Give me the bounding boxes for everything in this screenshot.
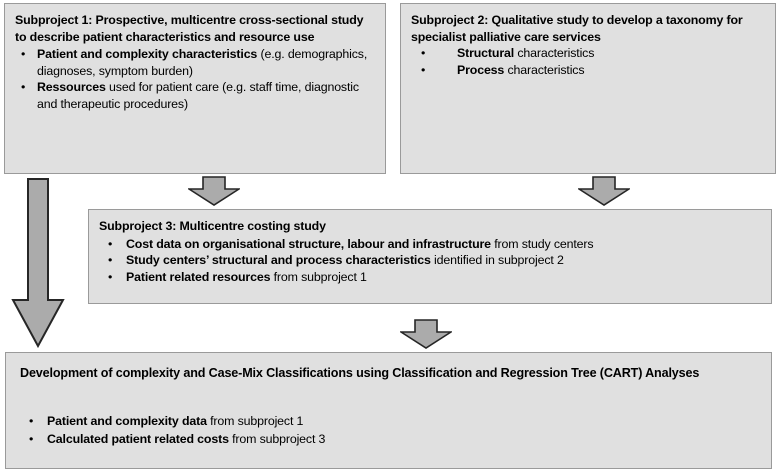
arrow-subproject1-to-subproject3 <box>188 176 240 206</box>
box-subproject-2-title: Subproject 2: Qualitative study to devel… <box>411 13 743 44</box>
list-item-bold: Ressources <box>37 80 106 94</box>
list-item-rest: (e.g. demographics, diagnoses, symptom b… <box>37 47 368 78</box>
list-item: • Study centers’ structural and process … <box>99 252 761 269</box>
arrow-subproject3-to-cart <box>400 319 452 349</box>
list-item-bold: Study centers’ structural and process ch… <box>126 253 431 267</box>
list-item: • Structural characteristics <box>411 45 765 62</box>
list-item: • Cost data on organisational structure,… <box>99 236 761 253</box>
list-item-rest: characteristics <box>514 46 595 60</box>
bullet-dot-icon: • <box>29 413 34 428</box>
list-item: • Calculated patient related costs from … <box>20 431 757 449</box>
list-item: • Patient and complexity data from subpr… <box>20 413 757 431</box>
list-item-bold: Cost data on organisational structure, l… <box>126 236 491 251</box>
list-item: • Patient related resources from subproj… <box>99 269 761 286</box>
list-item-bold: Patient related resources <box>126 269 271 284</box>
bullet-dot-icon: • <box>108 269 113 284</box>
list-item: • Process characteristics <box>411 62 765 79</box>
list-item-bold: Calculated patient related costs <box>47 431 229 446</box>
bullet-dot-icon: • <box>421 62 426 77</box>
box-subproject-1-bullets: • Patient and complexity characteristics… <box>15 46 375 112</box>
box-cart-analyses: Development of complexity and Case-Mix C… <box>5 352 772 469</box>
list-item-rest: identified in subproject 2 <box>430 253 564 267</box>
box-subproject-3: Subproject 3: Multicentre costing study … <box>88 209 772 304</box>
bullet-dot-icon: • <box>21 47 26 61</box>
box-subproject-3-bullets: • Cost data on organisational structure,… <box>99 236 761 286</box>
bullet-dot-icon: • <box>421 46 426 60</box>
list-item: • Patient and complexity characteristics… <box>15 46 375 79</box>
list-item-rest: from subproject 1 <box>270 269 367 284</box>
box-subproject-2-bullets: • Structural characteristics • Process c… <box>411 45 765 78</box>
box-subproject-3-title: Subproject 3: Multicentre costing study <box>99 219 326 233</box>
list-item-rest: from study centers <box>490 236 594 251</box>
box-cart-analyses-bullets: • Patient and complexity data from subpr… <box>20 413 757 449</box>
box-cart-analyses-title: Development of complexity and Case-Mix C… <box>20 366 700 380</box>
list-item-rest: from subproject 3 <box>228 431 326 446</box>
bullet-dot-icon: • <box>108 236 113 251</box>
box-subproject-2: Subproject 2: Qualitative study to devel… <box>400 3 776 174</box>
list-item-bold: Structural <box>457 46 515 60</box>
list-item: • Ressources used for patient care (e.g.… <box>15 79 375 112</box>
bullet-dot-icon: • <box>21 80 26 94</box>
list-item-bold: Patient and complexity data <box>47 413 207 428</box>
box-subproject-1: Subproject 1: Prospective, multicentre c… <box>4 3 386 174</box>
box-subproject-1-title: Subproject 1: Prospective, multicentre c… <box>15 13 364 44</box>
bullet-dot-icon: • <box>29 431 34 446</box>
list-item-bold: Process <box>457 62 505 77</box>
arrow-subproject2-to-subproject3 <box>578 176 630 206</box>
arrow-subproject1-to-cart <box>11 178 65 348</box>
list-item-rest: used for patient care (e.g. staff time, … <box>37 80 359 111</box>
bullet-dot-icon: • <box>108 253 113 267</box>
list-item-rest: characteristics <box>504 62 585 77</box>
list-item-rest: from subproject 1 <box>206 413 304 428</box>
list-item-bold: Patient and complexity characteristics <box>37 47 258 61</box>
